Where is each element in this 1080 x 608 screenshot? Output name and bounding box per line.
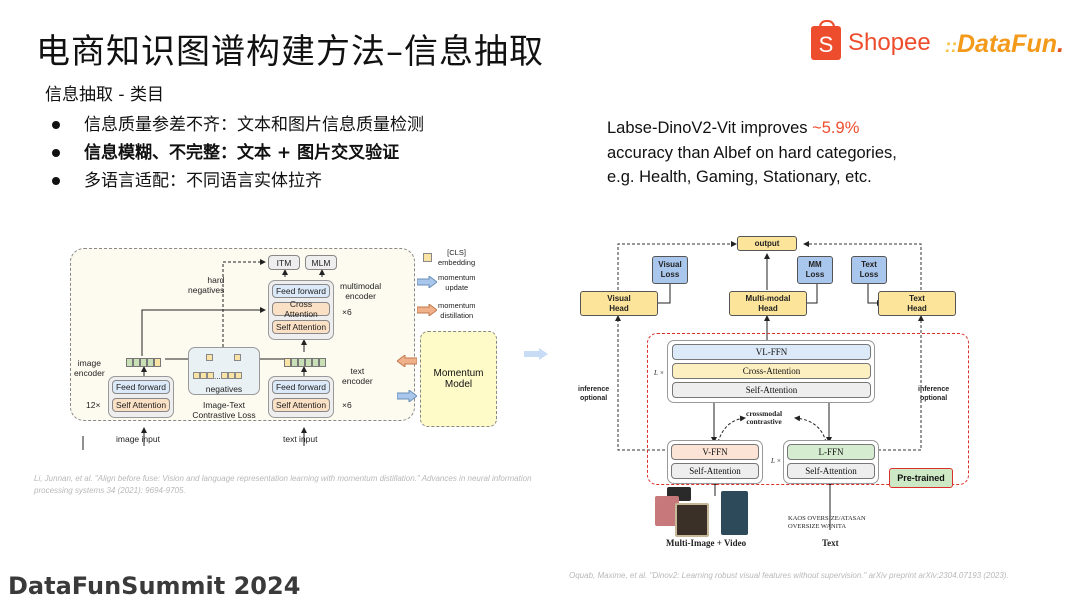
pretrained-badge: Pre-trained: [889, 468, 953, 488]
text-input-sample: KAOS OVERSIZE/ATASAN OVERSIZE WANITA: [788, 515, 866, 530]
bullet-text: 信息质量参差不齐：文本和图片信息质量检测: [84, 115, 424, 135]
image-layers-label: 12×: [86, 400, 101, 410]
transition-arrow-icon: [524, 348, 548, 360]
vl-ffn-layer: VL-FFN: [672, 344, 871, 360]
self-attention-box: Self Attention: [272, 320, 330, 334]
albef-connectors: [82, 259, 325, 450]
self-attention-layer: Self-Attention: [787, 463, 875, 479]
improvement-value: ~5.9%: [812, 119, 860, 137]
blue-arrow-icon: [417, 276, 437, 288]
legend-momentum-distillation-label: momentum distillation: [438, 301, 476, 320]
inference-optional-right: inference optional: [918, 386, 950, 402]
self-attention-layer: Self-Attention: [672, 382, 871, 398]
language-repeat-label: L ×: [771, 457, 782, 465]
datafun-wordmark: DataFun: [957, 30, 1057, 58]
datafun-dots-icon: ::: [945, 36, 957, 56]
text-input-label: text input: [283, 434, 318, 444]
text-head-box: Text Head: [878, 291, 956, 316]
multimodal-encoder-label: multimodal encoder: [340, 281, 382, 301]
slide-title: 电商知识图谱构建方法–信息抽取: [36, 32, 544, 72]
cls-embedding-cube-icon: [423, 253, 432, 262]
legend-momentum-update-label: momentum update: [438, 273, 476, 292]
update-arrow-icon: [397, 390, 417, 402]
momentum-model-label: Momentum Model: [433, 368, 484, 390]
hard-negatives-label: hard negatives: [188, 275, 225, 295]
fusion-repeat-label: L ×: [654, 369, 665, 377]
bullet-dot-icon: [52, 121, 60, 129]
itc-block: [188, 347, 260, 395]
output-box: output: [737, 236, 797, 251]
distillation-arrow-icon: [397, 355, 417, 367]
feed-forward-box: Feed forward: [112, 380, 170, 394]
bullet-dot-icon: [52, 177, 60, 185]
product-image-thumb: [675, 503, 709, 537]
subheading: 信息抽取 - 类目: [45, 85, 164, 105]
momentum-model-box: Momentum Model: [420, 331, 497, 427]
mlm-box: MLM: [305, 255, 337, 270]
bullet-dot-icon: [52, 149, 60, 157]
cross-attention-layer: Cross-Attention: [672, 363, 871, 379]
bullet-item: 信息模糊、不完整：文本 + 图片交叉验证: [52, 138, 399, 163]
self-attention-layer: Self-Attention: [671, 463, 759, 479]
visual-loss-box: Visual Loss: [652, 256, 688, 284]
mm-loss-box: MM Loss: [797, 256, 833, 284]
multimodal-head-box: Multi-modal Head: [729, 291, 807, 316]
inference-optional-left: inference optional: [578, 386, 610, 402]
l-ffn-layer: L-FFN: [787, 444, 875, 460]
dino-citation: Oquab, Maxime, et al. "Dinov2: Learning …: [569, 571, 1009, 580]
text-encoder-label: text encoder: [342, 366, 373, 386]
itc-loss-label: Image-Text Contrastive Loss: [192, 400, 256, 420]
shopee-logo: S Shopee: [811, 20, 931, 60]
text-tokens: [284, 354, 326, 372]
feed-forward-box: Feed forward: [272, 380, 330, 394]
image-input-label: image input: [116, 434, 160, 444]
multi-image-video-label: Multi-Image + Video: [666, 538, 747, 548]
text-layers-label: ×6: [342, 400, 352, 410]
pretrained-region: [647, 333, 969, 485]
crossmodal-contrastive-label: crossmodal contrastive: [746, 409, 783, 426]
itm-box: ITM: [268, 255, 300, 270]
image-encoder-label: image encoder: [74, 358, 105, 378]
shopee-bag-icon: S: [811, 20, 841, 60]
shopee-wordmark: Shopee: [848, 29, 931, 56]
footer-brand: DataFunSummit 2024: [8, 572, 301, 600]
result-prefix: Labse-DinoV2-Vit improves: [607, 119, 813, 137]
orange-arrow-icon: [417, 304, 437, 316]
multimodal-layers-label: ×6: [342, 307, 352, 317]
text-loss-box: Text Loss: [851, 256, 887, 284]
product-video-thumb: [721, 491, 748, 535]
bullet-text: 信息模糊、不完整：文本 + 图片交叉验证: [84, 143, 400, 163]
result-summary: Labse-DinoV2-Vit improves ~5.9% accuracy…: [607, 116, 897, 190]
dino-connectors: [615, 241, 924, 530]
albef-citation: Li, Junnan, et al. "Align before fuse: V…: [34, 474, 532, 495]
self-attention-box: Self Attention: [272, 398, 330, 412]
datafun-period: .: [1057, 30, 1064, 58]
bullet-item: 信息质量参差不齐：文本和图片信息质量检测: [52, 110, 424, 135]
v-ffn-layer: V-FFN: [671, 444, 759, 460]
self-attention-box: Self Attention: [112, 398, 170, 412]
visual-head-box: Visual Head: [580, 291, 658, 316]
result-line-2: accuracy than Albef on hard categories,: [607, 143, 897, 162]
legend-cls-label: [CLS] embedding: [438, 248, 476, 267]
result-line-3: e.g. Health, Gaming, Stationary, etc.: [607, 168, 872, 186]
negatives-label: negatives: [205, 384, 243, 394]
cross-attention-box: Cross Attention: [272, 299, 330, 319]
negative-cubes: ...: [193, 372, 242, 381]
feed-forward-box: Feed forward: [272, 284, 330, 298]
bullet-text: 多语言适配：不同语言实体拉齐: [84, 171, 322, 191]
image-tokens: [126, 354, 161, 372]
datafun-logo: ::DataFun.: [945, 30, 1064, 59]
cls-cube-icon: [234, 354, 241, 361]
bullet-item: 多语言适配：不同语言实体拉齐: [52, 166, 322, 191]
text-input-label: Text: [822, 538, 839, 548]
cls-cube-icon: [206, 354, 213, 361]
